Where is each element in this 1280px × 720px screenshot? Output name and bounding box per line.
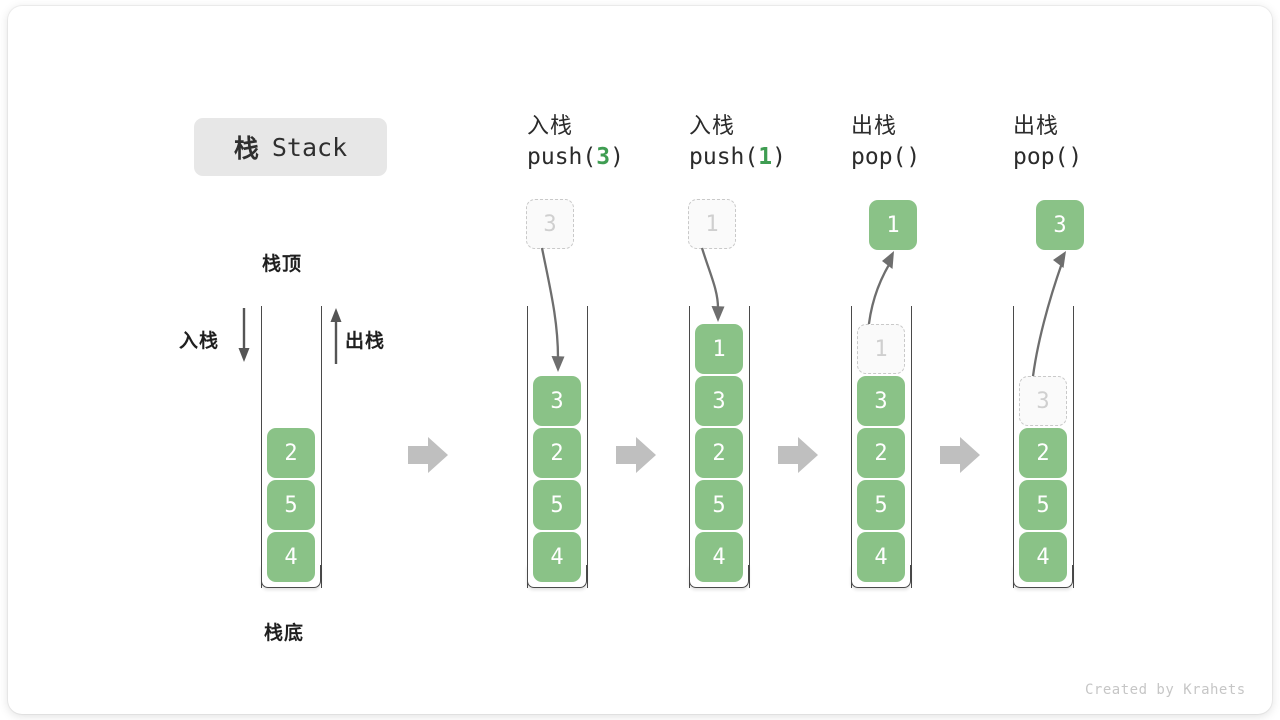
stack-cell: 5: [267, 480, 315, 530]
column-head-line1: 入栈: [689, 114, 736, 139]
stack-cell: 4: [533, 532, 581, 582]
stack-cell: 5: [533, 480, 581, 530]
tube-wall-left: [261, 306, 262, 588]
stack-bottom-label: 栈底: [264, 622, 305, 644]
tube-wall-left: [1013, 306, 1014, 588]
stack-cell: 5: [857, 480, 905, 530]
stack-cell: 4: [267, 532, 315, 582]
pop-side-label: 出栈: [345, 330, 386, 352]
column-head-line2: pop(): [1013, 144, 1083, 170]
push-down-arrow-icon: [238, 308, 250, 362]
tube-floor: [261, 565, 321, 588]
stack-cell: 5: [695, 480, 743, 530]
stack-ghost-cell: 3: [1019, 376, 1067, 426]
stack-cell: 3: [695, 376, 743, 426]
page-title-cn: 栈: [233, 135, 260, 163]
push-arg: 1: [758, 144, 773, 170]
column-header-push-3: 入栈 push(3): [527, 113, 624, 173]
stack-cell: 4: [857, 532, 905, 582]
floating-popped-cell: 1: [869, 200, 917, 250]
page-title-en: Stack: [271, 132, 348, 162]
column-head-line2: push(1): [689, 144, 786, 170]
step-right-arrow-icon: [616, 437, 656, 473]
stack-cell: 3: [857, 376, 905, 426]
push-side-label: 入栈: [179, 330, 220, 352]
stack-cell: 5: [1019, 480, 1067, 530]
tube-wall-left: [527, 306, 528, 588]
column-header-pop-1: 出栈 pop(): [851, 113, 920, 173]
tube-wall-right: [1073, 306, 1074, 588]
stack-cell: 2: [695, 428, 743, 478]
stack-cell: 3: [533, 376, 581, 426]
column-head-line2: pop(): [851, 144, 921, 170]
stack-cell: 2: [1019, 428, 1067, 478]
diagram-card: 栈 Stack 栈顶 栈底 入栈 出栈 入栈 push(3) 入栈 push(1…: [8, 6, 1272, 714]
step-right-arrow-icon: [778, 437, 818, 473]
stack-cell: 2: [857, 428, 905, 478]
tube-floor: [689, 565, 749, 588]
column-head-line1: 入栈: [527, 114, 574, 139]
tube-wall-right: [749, 306, 750, 588]
column-head-line1: 出栈: [1013, 114, 1060, 139]
stack-ghost-cell: 1: [857, 324, 905, 374]
push-arg: 3: [596, 144, 611, 170]
stack-tube-push-1: [689, 306, 751, 588]
floating-ghost-cell: 3: [526, 199, 574, 249]
step-right-arrow-icon: [940, 437, 980, 473]
column-header-push-1: 入栈 push(1): [689, 113, 786, 173]
stack-tube-initial: [261, 306, 323, 588]
stack-cell: 2: [533, 428, 581, 478]
stack-tube-pop-3: [1013, 306, 1075, 588]
stack-tube-pop-1: [851, 306, 913, 588]
tube-wall-left: [689, 306, 690, 588]
footer-credit: Created by Krahets: [1085, 682, 1246, 698]
stack-cell: 1: [695, 324, 743, 374]
tube-floor: [1013, 565, 1073, 588]
floating-popped-cell: 3: [1036, 200, 1084, 250]
tube-floor: [851, 565, 911, 588]
tube-floor: [527, 565, 587, 588]
stack-top-label: 栈顶: [262, 253, 303, 275]
column-head-line2: push(3): [527, 144, 624, 170]
tube-wall-right: [321, 306, 322, 588]
column-head-line1: 出栈: [851, 114, 898, 139]
stack-tube-push-3: [527, 306, 589, 588]
tube-wall-right: [587, 306, 588, 588]
stack-cell: 4: [695, 532, 743, 582]
column-header-pop-3: 出栈 pop(): [1013, 113, 1082, 173]
tube-wall-left: [851, 306, 852, 588]
stack-cell: 4: [1019, 532, 1067, 582]
step-right-arrow-icon: [408, 437, 448, 473]
stack-cell: 2: [267, 428, 315, 478]
tube-wall-right: [911, 306, 912, 588]
floating-ghost-cell: 1: [688, 199, 736, 249]
page-title: 栈 Stack: [194, 118, 387, 176]
